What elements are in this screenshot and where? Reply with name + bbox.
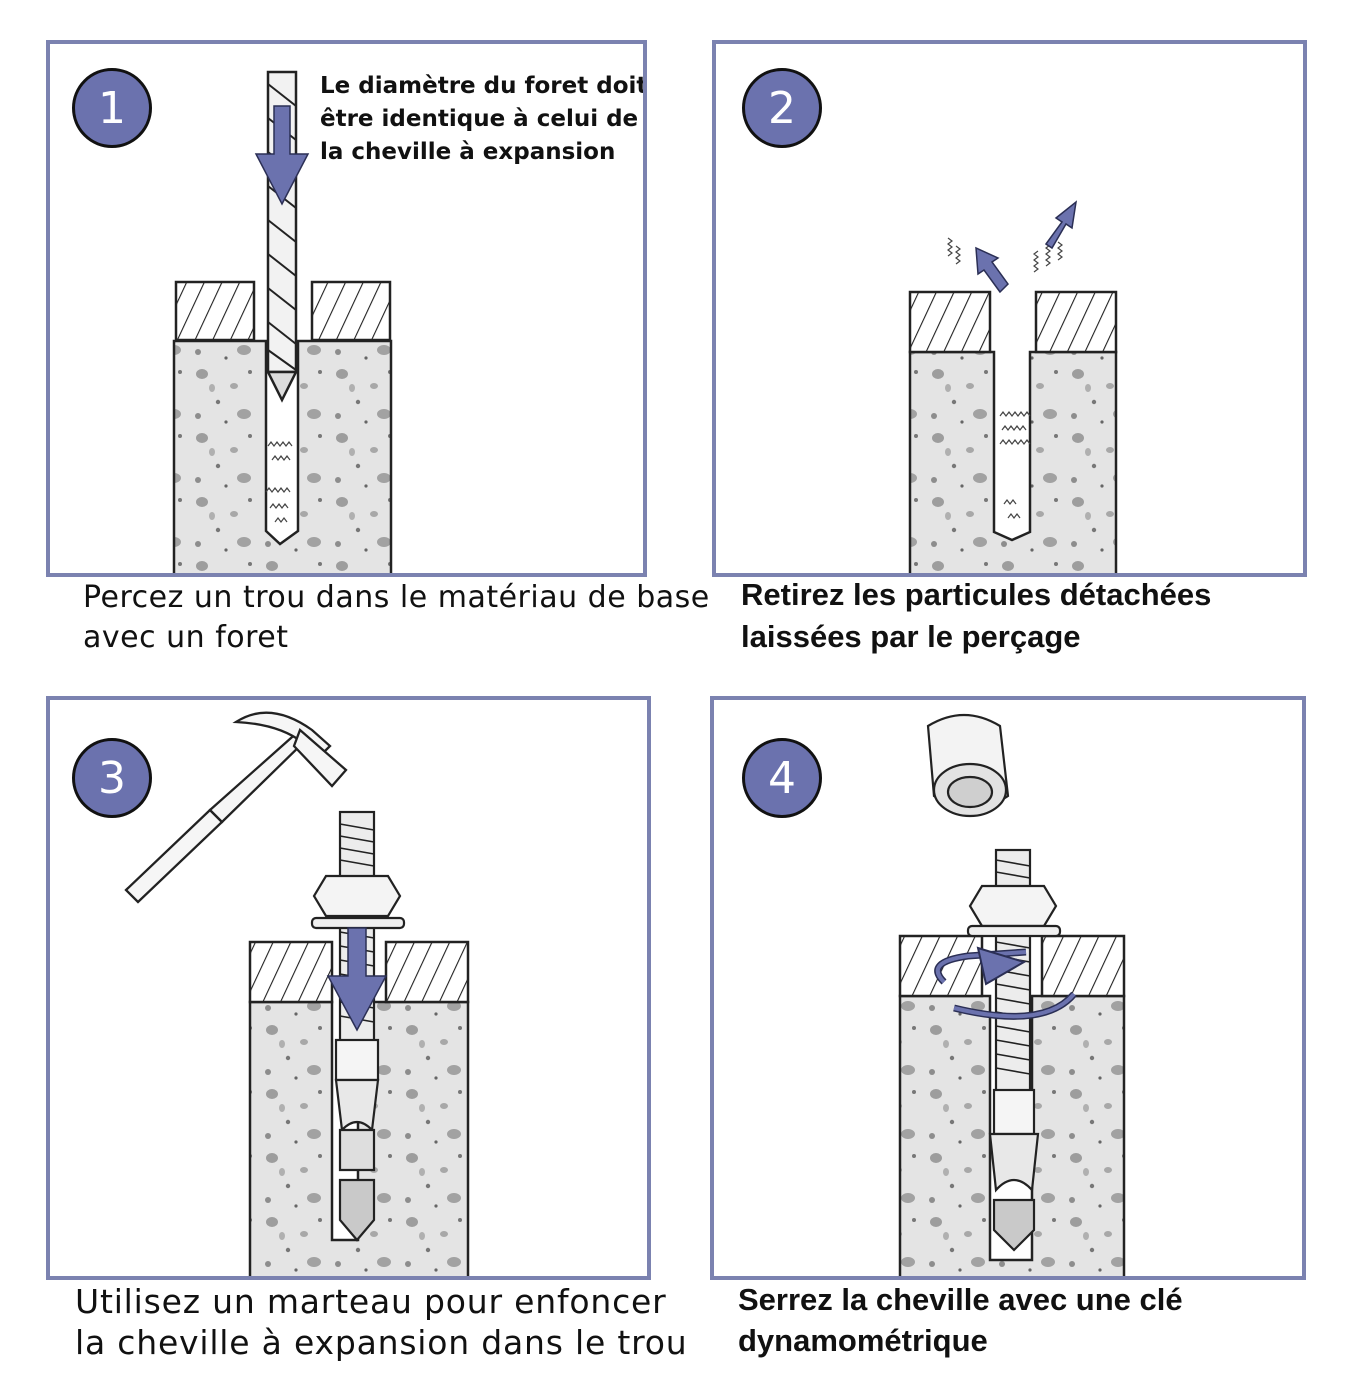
step-3-panel: 3: [46, 696, 651, 1280]
base-plate-left: [908, 290, 992, 354]
anchor-bolt-icon: [310, 810, 406, 1242]
note-line: la cheville à expansion: [320, 139, 616, 165]
caption-line: Retirez les particules détachées: [741, 577, 1212, 612]
step-number-badge: 2: [742, 68, 822, 148]
base-plate-left: [174, 280, 256, 342]
caption-line: Utilisez un marteau pour enfoncer: [75, 1282, 667, 1321]
step-2-caption: Retirez les particules détachées laissée…: [741, 574, 1211, 658]
base-plate-right: [1034, 290, 1118, 354]
dust-particles-icon: [265, 441, 293, 523]
up-arrow-icon: [975, 200, 1078, 294]
step-number-badge: 1: [72, 68, 152, 148]
note-line: Le diamètre du foret doit: [320, 73, 647, 99]
step-1-caption: Percez un trou dans le matériau de base …: [83, 578, 710, 658]
caption-line: la cheville à expansion dans le trou: [75, 1323, 688, 1362]
dust-particles-icon: [947, 237, 1063, 519]
step-4-panel: 4: [710, 696, 1306, 1280]
down-arrow-icon: [254, 105, 310, 206]
drill-diameter-note: Le diamètre du foret doit être identique…: [320, 70, 647, 169]
caption-line: Percez un trou dans le matériau de base: [83, 580, 710, 615]
base-plate-right: [384, 940, 470, 1004]
step-1-panel: 1 Le diamètre du foret doit être identiq…: [46, 40, 647, 577]
caption-line: Serrez la cheville avec une clé: [738, 1282, 1183, 1317]
caption-line: laissées par le perçage: [741, 619, 1081, 654]
base-plate-right: [310, 280, 392, 342]
concrete-block: [172, 339, 393, 573]
base-plate-right: [1040, 934, 1126, 998]
step-3-illustration: [124, 711, 470, 1276]
step-number-badge: 3: [72, 738, 152, 818]
step-4-illustration: [898, 714, 1126, 1276]
step-2-panel: 2: [712, 40, 1307, 577]
concrete-block: [898, 994, 1126, 1276]
caption-line: dynamométrique: [738, 1323, 988, 1358]
step-2-illustration: [908, 200, 1118, 573]
caption-line: avec un foret: [83, 620, 289, 655]
hammer-icon: [124, 711, 348, 904]
step-3-caption: Utilisez un marteau pour enfoncer la che…: [75, 1281, 688, 1363]
concrete-block: [908, 350, 1118, 573]
step-1-illustration: [172, 70, 393, 573]
step-4-caption: Serrez la cheville avec une clé dynamomé…: [738, 1279, 1183, 1361]
base-plate-left: [248, 940, 334, 1004]
rotation-arrow-icon: [934, 946, 1077, 1020]
step-number-badge: 4: [742, 738, 822, 818]
socket-icon: [926, 714, 1010, 818]
down-arrow-icon: [326, 927, 388, 1032]
note-line: être identique à celui de: [320, 106, 639, 132]
